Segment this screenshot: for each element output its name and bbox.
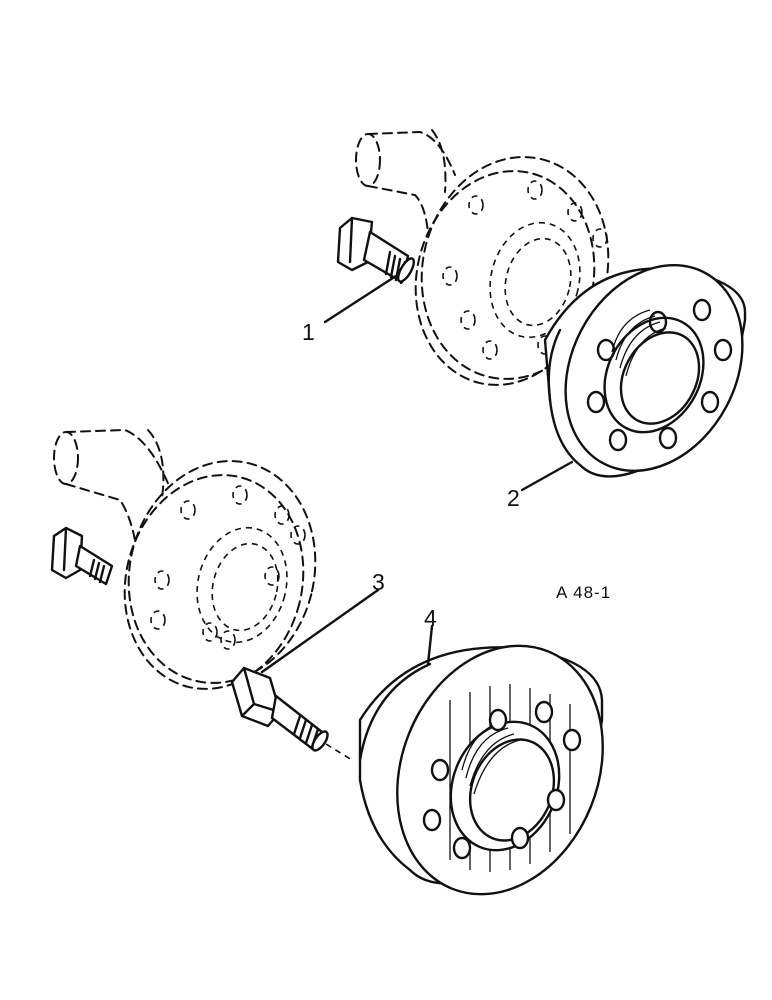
callout-3: 3 [372,569,385,595]
part-2-wheel-weight [543,263,747,478]
callout-1: 1 [302,319,315,345]
diagram-reference-code: A 48-1 [556,583,611,602]
lower-axle-flange-phantom [53,428,317,690]
part-4-thick-wheel-weight [358,644,604,896]
upper-hex-bolt [336,216,416,285]
leader-line-3 [260,588,380,674]
leader-line-1 [323,274,398,324]
lower-small-bolt [50,526,114,586]
callout-4: 4 [424,605,437,631]
leader-line-4 [426,624,434,666]
part-3-stud-bolt [230,666,353,761]
callout-2: 2 [507,485,520,511]
leader-line-2 [520,460,574,492]
